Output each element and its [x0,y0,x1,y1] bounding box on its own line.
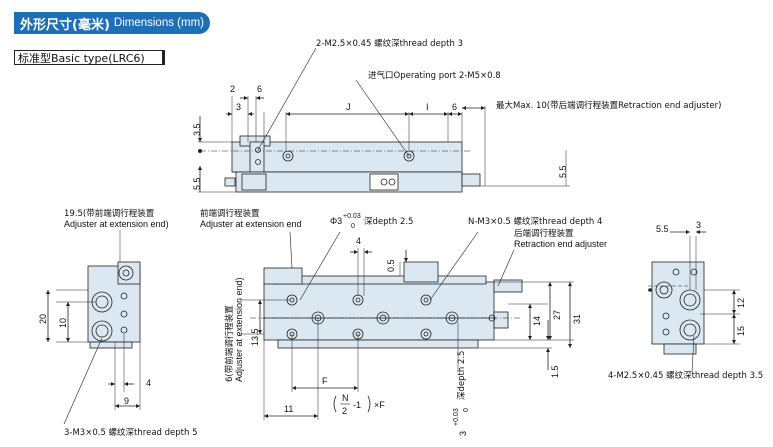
top-max-callout: 最大Max. 10(带后端调行程装置Retraction end adjuste… [496,100,721,111]
formula-times-F: ×F [374,400,385,410]
top-dim-5.5a: 5.5 [192,177,202,190]
front-phi-tol-dn: 0 [351,223,355,230]
right-dim-5.5: 5.5 [656,224,669,234]
formula-minus-one: -1 [353,400,361,410]
left-view [46,230,141,425]
front-n-callout: N-M3×0.5 螺纹深thread depth 4 [468,216,602,227]
front-vertical-label-cn: 6(带前端调行程装置 [224,305,235,382]
front-dim-14: 14 [532,316,542,326]
front-rear-adjuster-cn: 后端调行程装置 [514,228,574,239]
left-adjuster-label-en: Adjuster at extension end) [64,219,169,229]
front-vertical-tol-up: +0.03 [453,408,460,426]
front-adjuster-label-cn: 前端调行程装置 [200,208,260,219]
top-dim-J: J [346,102,351,112]
front-dim-11: 11 [284,404,293,414]
front-dim-13.5: 13.5 [250,328,260,346]
front-rear-adjuster-en: Retraction end adjuster [514,239,607,249]
top-dim-6a: 6 [257,84,262,94]
top-dim-I: I [426,102,429,112]
left-adjuster-label-cn: 19.5(带前端调行程装置 [64,208,155,219]
right-dim-12: 12 [736,298,746,308]
front-dim-F: F [322,376,328,386]
front-dim-27: 27 [552,310,562,320]
top-dim-5.5b: 5.5 [558,165,568,178]
front-view [240,231,574,420]
header-title-cn: 外形尺寸(毫米) [20,17,110,33]
front-phi-tol-up: +0.03 [343,213,361,220]
formula-N: N [342,393,349,403]
front-adjuster-label-en: Adjuster at extension end [200,219,302,229]
top-dim-6b: 6 [452,102,457,112]
right-view [648,230,740,373]
top-dim-3: 3 [236,102,241,112]
left-dim-10: 10 [58,318,68,328]
top-thread-callout: 2-M2.5×0.45 螺纹深thread depth 3 [316,38,463,49]
front-vertical-tol-dn: 0 [463,408,470,412]
right-bottom-callout: 4-M2.5×0.45 螺纹深thread depth 3.5 [608,370,763,381]
front-dim-4: 4 [356,236,361,246]
right-dim-3: 3 [696,220,701,230]
front-vertical-label-en: Adjuster at extension end) [234,277,244,382]
left-bottom-callout: 3-M3×0.5 螺纹深thread depth 5 [64,427,197,438]
front-phi-label: Φ3 [330,216,342,226]
left-dim-9: 9 [124,396,129,406]
front-vertical-phi: 3 [458,431,468,436]
left-dim-20: 20 [38,314,48,324]
header-title-en: Dimensions (mm) [113,17,204,29]
front-dim-0.5: 0.5 [386,259,396,272]
top-view [198,47,570,193]
right-center-dot [648,288,652,292]
right-dim-15: 15 [736,326,746,336]
top-center-dot [198,149,202,153]
model-subtitle: 标准型Basic type(LRC6) [14,50,165,65]
left-dim-4: 4 [146,378,151,388]
front-dim-1.5: 1.5 [550,365,560,378]
top-port-callout: 进气口Operating port 2-M5×0.8 [368,70,501,81]
formula-2: 2 [342,406,347,416]
top-dim-3.5: 3.5 [192,123,202,136]
section-header: 外形尺寸(毫米) Dimensions (mm) [14,12,210,34]
front-vertical-depth: 深depth 2.5 [457,351,467,400]
front-dim-31: 31 [572,314,582,324]
top-dim-2: 2 [230,84,235,94]
front-phi-depth: 深depth 2.5 [364,217,413,227]
